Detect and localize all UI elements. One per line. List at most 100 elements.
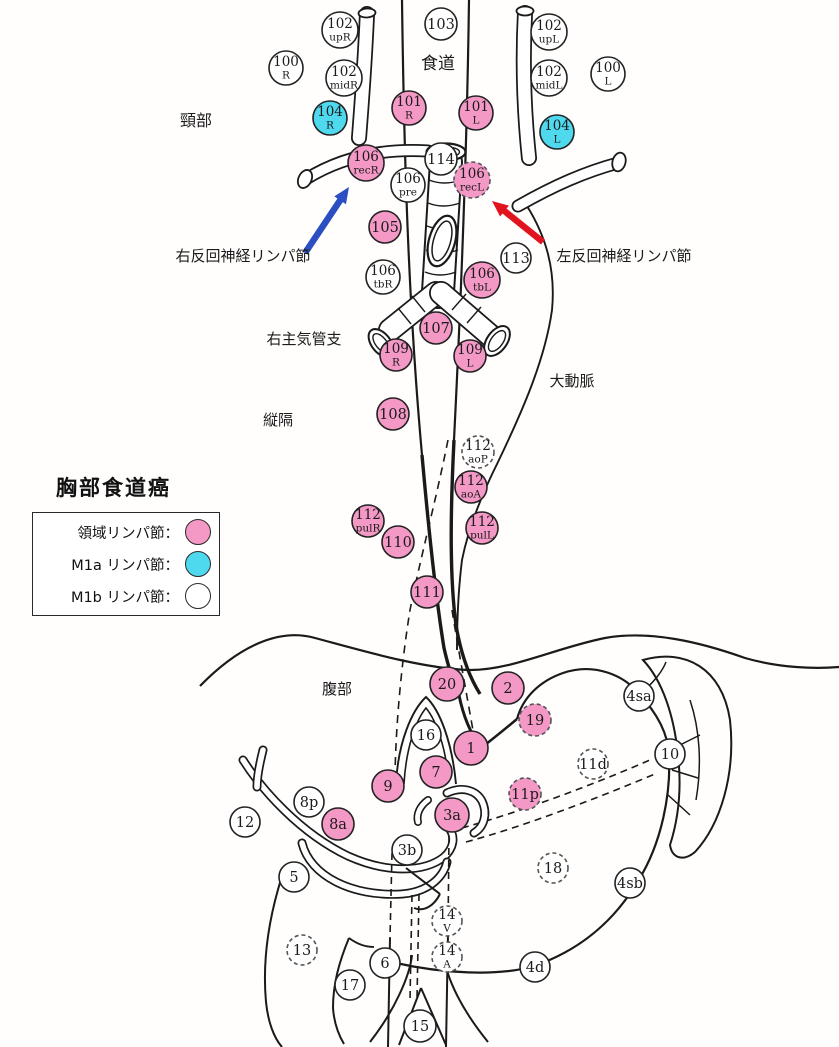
node-label-109L: 109 — [457, 342, 483, 358]
node-label-18: 18 — [544, 861, 562, 877]
node-4sa: 4sa — [623, 680, 655, 712]
node-sublabel-109L: L — [467, 358, 474, 370]
node-3a: 3a — [434, 797, 470, 833]
node-label-111: 111 — [413, 585, 441, 601]
node-label-108: 108 — [379, 407, 407, 423]
node-label-14A: 14 — [438, 943, 455, 959]
label-right-recurrent-nerve: 右反回神経リンパ節 — [175, 247, 310, 265]
node-label-3b: 3b — [398, 843, 417, 859]
node-107: 107 — [419, 311, 453, 345]
node-sublabel-112pulR: pulR — [356, 523, 382, 535]
node-label-103: 103 — [427, 17, 455, 33]
node-label-107: 107 — [422, 321, 450, 337]
node-10: 10 — [654, 738, 686, 770]
node-label-100R: 100 — [273, 54, 299, 70]
node-label-106tbL: 106 — [469, 266, 495, 282]
node-label-100L: 100 — [595, 60, 621, 76]
legend-swatch-regional-icon — [185, 519, 211, 545]
node-label-16: 16 — [417, 728, 435, 744]
node-label-15: 15 — [411, 1019, 429, 1035]
node-sublabel-109R: R — [392, 357, 401, 369]
node-11p: 11p — [508, 777, 542, 811]
node-label-20: 20 — [438, 677, 456, 693]
node-label-106recL: 106 — [459, 166, 485, 182]
anatomy-diaphragm — [199, 634, 839, 687]
legend-row-regional: 領域リンパ節： — [37, 518, 211, 547]
node-sublabel-104R: R — [326, 120, 335, 132]
legend-label-regional: 領域リンパ節： — [77, 525, 180, 542]
node-label-102upR: 102 — [327, 16, 353, 32]
node-4d: 4d — [519, 951, 551, 983]
node-label-104L: 104 — [544, 118, 570, 134]
node-103: 103 — [424, 7, 458, 41]
node-20: 20 — [429, 666, 465, 702]
node-17: 17 — [334, 969, 366, 1001]
node-7: 7 — [419, 755, 453, 789]
node-label-8a: 8a — [329, 817, 347, 833]
node-sublabel-106tbL: tbL — [473, 282, 491, 294]
node-label-3a: 3a — [443, 808, 461, 824]
node-sublabel-100L: L — [605, 76, 612, 88]
label-abdomen: 腹部 — [322, 680, 352, 698]
node-label-101R: 101 — [396, 94, 422, 110]
node-label-106pre: 106 — [395, 171, 421, 187]
node-label-17: 17 — [341, 978, 359, 994]
node-label-19: 19 — [526, 713, 544, 729]
label-left-recurrent-nerve: 左反回神経リンパ節 — [556, 247, 691, 265]
legend-label-m1b: M1b リンパ節： — [70, 589, 179, 606]
node-2: 2 — [491, 671, 525, 705]
node-label-13: 13 — [293, 943, 311, 959]
node-5: 5 — [278, 861, 310, 893]
legend-swatch-m1a-icon — [185, 551, 211, 577]
node-label-104R: 104 — [317, 104, 343, 120]
node-sublabel-106pre: pre — [399, 187, 417, 199]
node-label-109R: 109 — [383, 341, 409, 357]
label-neck: 頸部 — [180, 111, 212, 130]
label-mediastinum: 縦隔 — [263, 411, 293, 429]
node-label-102upL: 102 — [536, 18, 562, 34]
anatomy-aorta — [456, 205, 554, 651]
node-label-101L: 101 — [463, 99, 489, 115]
node-label-114: 114 — [427, 152, 455, 168]
legend-row-m1a: M1a リンパ節： — [37, 550, 211, 579]
node-16: 16 — [410, 719, 442, 751]
anatomy-celiac-vessels — [238, 745, 490, 911]
node-label-105: 105 — [371, 220, 399, 236]
node-label-14V: 14 — [438, 907, 455, 923]
node-4sb: 4sb — [614, 867, 646, 899]
label-esophagus: 食道 — [421, 54, 455, 74]
node-12: 12 — [229, 806, 261, 838]
node-label-6: 6 — [380, 956, 389, 972]
node-label-4d: 4d — [526, 960, 545, 976]
node-13: 13 — [286, 934, 318, 966]
node-19: 19 — [518, 703, 552, 737]
legend-row-m1b: M1b リンパ節： — [37, 582, 211, 611]
node-label-4sa: 4sa — [626, 689, 652, 705]
node-label-9: 9 — [383, 779, 392, 795]
right-recurrent-arrow — [302, 187, 349, 255]
node-sublabel-112pulL: pulL — [470, 530, 494, 542]
node-label-4sb: 4sb — [617, 876, 643, 892]
node-18: 18 — [537, 852, 569, 884]
figure-title: 胸部食道癌 — [56, 476, 171, 500]
legend: 領域リンパ節： M1a リンパ節： M1b リンパ節： — [32, 512, 220, 616]
node-label-112pulL: 112 — [469, 514, 495, 530]
node-sublabel-106tbR: tbR — [374, 279, 394, 291]
node-label-2: 2 — [503, 681, 512, 697]
node-sublabel-100R: R — [282, 70, 291, 82]
node-sublabel-101L: L — [473, 115, 480, 127]
